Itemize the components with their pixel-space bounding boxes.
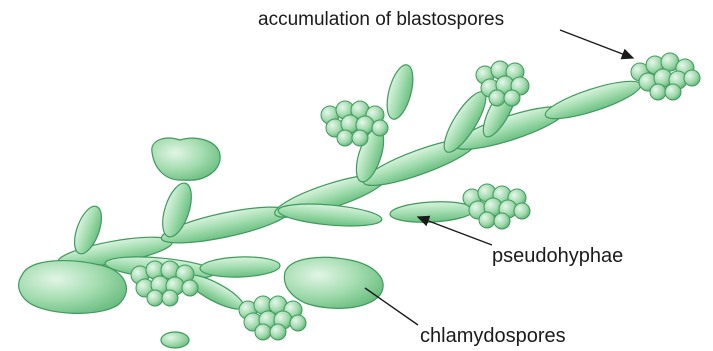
blastospore-cluster-mid-right — [463, 184, 530, 229]
chlamydospore-right — [284, 257, 383, 308]
small-round-cell — [161, 332, 189, 348]
pointer-chlamydospores — [365, 288, 418, 325]
label-accumulation-of-blastospores: accumulation of blastospores — [258, 9, 504, 30]
blastospore-cluster-top-right — [631, 53, 700, 100]
label-pseudohyphae: pseudohyphae — [492, 245, 623, 267]
chlamydospore-top-left — [152, 138, 220, 180]
chlamydospore-left — [19, 261, 127, 314]
blastospore-cluster-lower-left — [131, 261, 198, 306]
blastospore-cluster-bottom — [239, 296, 306, 340]
chlamydospores-group — [19, 138, 384, 348]
arrow-blastospores — [560, 30, 633, 58]
label-chlamydospores: chlamydospores — [420, 325, 566, 347]
